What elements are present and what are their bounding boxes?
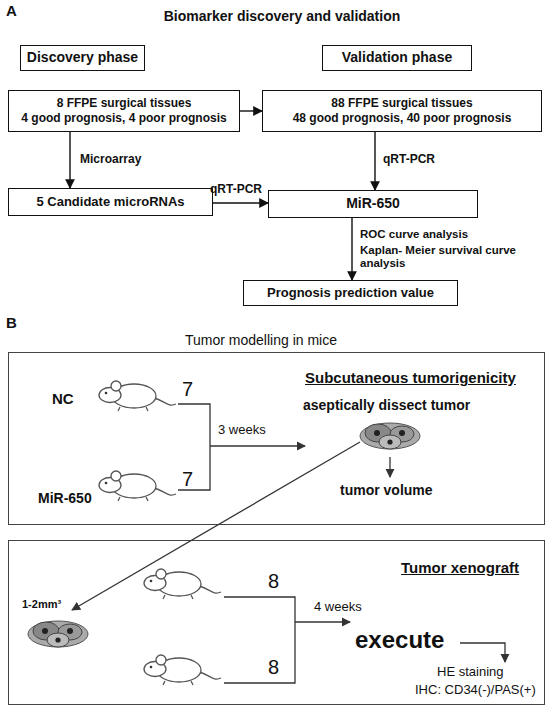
duration-label: 3 weeks bbox=[218, 423, 266, 438]
box-text: 5 Candidate microRNAs bbox=[36, 194, 184, 210]
process-box: Discovery phase bbox=[20, 45, 145, 71]
box-text: Validation phase bbox=[342, 49, 452, 67]
process-box: Validation phase bbox=[322, 45, 472, 71]
mouse-icon bbox=[99, 471, 176, 501]
tumor-image bbox=[360, 423, 420, 449]
flow-arrow bbox=[240, 110, 262, 111]
time-arrow bbox=[210, 445, 305, 446]
panel-letter: A bbox=[6, 2, 17, 19]
duration-label: 4 weeks bbox=[314, 600, 362, 615]
figure-title: Biomarker discovery and validation bbox=[0, 8, 550, 24]
edge-label: Microarray bbox=[80, 152, 141, 166]
panel-title: Tumor modelling in mice bbox=[185, 332, 337, 348]
box-text: MiR-650 bbox=[346, 195, 400, 213]
flow-arrow bbox=[351, 218, 352, 280]
size-note: 1-2mm³ bbox=[22, 598, 61, 611]
mouse-icon bbox=[99, 381, 176, 411]
flow-arrow bbox=[213, 202, 268, 203]
edge-label: qRT-PCR bbox=[383, 152, 435, 166]
process-box: 88 FFPE surgical tissues48 good prognosi… bbox=[262, 90, 542, 132]
edge-label: qRT-PCR bbox=[210, 182, 262, 196]
sample-count: 7 bbox=[182, 378, 193, 401]
method-note: Kaplan- Meier survival curve analysis bbox=[360, 244, 545, 270]
flow-arrow bbox=[374, 132, 375, 190]
box-text: 4 good prognosis, 4 poor prognosis bbox=[21, 111, 226, 126]
box-text: Discovery phase bbox=[27, 49, 138, 67]
box-text: 88 FFPE surgical tissues bbox=[331, 96, 472, 111]
process-box: 8 FFPE surgical tissues4 good prognosis,… bbox=[8, 90, 240, 132]
method-note: ROC curve analysis bbox=[360, 228, 468, 241]
box-text: 48 good prognosis, 40 poor prognosis bbox=[293, 111, 512, 126]
group-name: MiR-650 bbox=[38, 490, 92, 506]
time-arrow bbox=[295, 621, 350, 622]
group-bracket bbox=[178, 404, 210, 490]
box-text: 8 FFPE surgical tissues bbox=[57, 96, 192, 111]
analysis-note: IHC: CD34(-)/PAS(+) bbox=[415, 683, 536, 698]
sample-count: 8 bbox=[268, 570, 279, 593]
process-box: 5 Candidate microRNAs bbox=[8, 188, 213, 216]
group-bracket bbox=[224, 597, 295, 683]
sample-count: 8 bbox=[268, 656, 279, 679]
flow-arrow bbox=[460, 643, 505, 662]
tumor-image bbox=[28, 621, 88, 647]
group-name: NC bbox=[52, 390, 74, 407]
panel-heading: Tumor xenograft bbox=[401, 559, 519, 576]
step-note: aseptically dissect tumor bbox=[303, 397, 470, 413]
panel-heading: Subcutaneous tumorigenicity bbox=[305, 369, 516, 386]
mouse-icon bbox=[144, 655, 221, 685]
flow-arrow bbox=[389, 457, 390, 477]
panel-frame: Tumor xenograft bbox=[8, 540, 545, 705]
transfer-arrow bbox=[72, 442, 360, 610]
process-box: MiR-650 bbox=[268, 190, 478, 218]
mouse-icon bbox=[144, 569, 221, 599]
panel-letter: B bbox=[6, 314, 17, 331]
box-text: Prognosis prediction value bbox=[267, 285, 434, 301]
sample-count: 7 bbox=[182, 468, 193, 491]
step-note: tumor volume bbox=[340, 482, 433, 498]
flow-arrow bbox=[69, 132, 70, 188]
process-box: Prognosis prediction value bbox=[243, 280, 458, 306]
analysis-note: HE staining bbox=[437, 665, 503, 680]
step-note: execute bbox=[355, 626, 444, 654]
